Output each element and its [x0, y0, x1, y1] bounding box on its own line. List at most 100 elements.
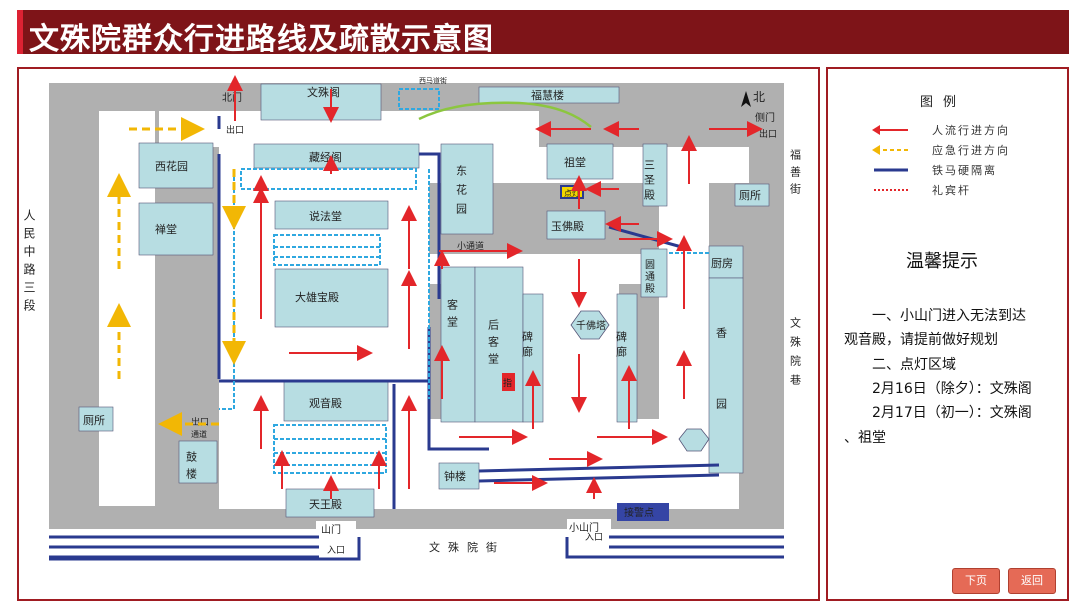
white-road-left — [19, 83, 47, 541]
building-sansheng: 三圣殿 — [643, 143, 668, 207]
svg-text:厕所: 厕所 — [83, 414, 105, 427]
building-chan-hall: 禅堂 — [138, 202, 214, 256]
north-mark: 北 — [753, 90, 765, 104]
building-guanyin: 观音殿 — [283, 380, 389, 422]
label-north-gate: 北门 — [222, 91, 242, 104]
svg-text:玉佛殿: 玉佛殿 — [551, 220, 584, 233]
red-arrow-icon — [872, 125, 908, 135]
building-zu-hall: 祖堂 — [546, 143, 614, 180]
page-title: 文殊院群众行进路线及疏散示意图 — [29, 22, 494, 57]
blue-line-icon — [874, 168, 908, 172]
title-bar: 文殊院群众行进路线及疏散示意图 — [17, 10, 1069, 57]
tip-line-6: 、祖堂 — [844, 430, 886, 446]
svg-text:碑廊: 碑廊 — [521, 331, 534, 361]
building-donghua: 东花园 — [440, 143, 494, 235]
svg-text:藏经阁: 藏经阁 — [309, 150, 342, 164]
label-small-path: 小通道 — [457, 240, 484, 252]
building-kitchen: 厨房 — [708, 245, 744, 279]
building-bell-tower: 钟楼 — [438, 462, 480, 490]
building-xiang-garden: 香园 — [708, 277, 744, 474]
map-frame: 人民中路三段 文殊阁 福慧楼 北门 出口 北 侧门 出口 西马道街 西花园 禅堂… — [17, 67, 820, 601]
building-cangjing: 藏经阁 — [253, 143, 420, 169]
label-emergency-path: 通道 — [191, 429, 207, 439]
site-map: 人民中路三段 文殊阁 福慧楼 北门 出口 北 侧门 出口 西马道街 西花园 禅堂… — [19, 75, 818, 589]
tips-title: 温馨提示 — [906, 251, 978, 272]
back-button[interactable]: 返回 — [1008, 568, 1056, 594]
svg-text:接警点: 接警点 — [624, 506, 654, 519]
red-dotted-line-icon — [874, 189, 908, 191]
svg-text:点灯: 点灯 — [564, 188, 580, 198]
label-emergency-exit: 出口 — [191, 416, 209, 428]
building-ke-hall: 客堂 — [440, 266, 476, 423]
svg-text:千佛塔: 千佛塔 — [576, 319, 606, 332]
road-renmin: 人民中路三段 — [22, 209, 36, 317]
building-shuofa: 说法堂 — [274, 200, 389, 230]
svg-text:禅堂: 禅堂 — [155, 222, 177, 236]
legend-label-crowd: 人流行进方向 — [932, 124, 1010, 137]
building-stele-west: 碑廊 — [521, 293, 544, 423]
svg-text:观音殿: 观音殿 — [309, 396, 342, 410]
street-wenshuyuan: 文殊院街 — [429, 540, 505, 554]
north-arrow-icon — [741, 91, 751, 107]
svg-text:后客堂: 后客堂 — [487, 319, 500, 370]
side-panel: 图例 人流行进方向 应急行进方向 铁马硬隔离 礼宾杆 温馨提示 一、小山门进入无… — [826, 67, 1069, 601]
building-police-point: 接警点 — [617, 503, 669, 521]
label-exit-north: 出口 — [226, 124, 244, 136]
building-drum-tower: 鼓楼 — [178, 440, 218, 485]
gate-xiaoshanmen: 小山门 入口 — [567, 519, 611, 543]
svg-text:钟楼: 钟楼 — [444, 469, 466, 483]
building-yuantong: 圆通殿 — [640, 248, 668, 298]
building-wenshu-pavilion: 文殊阁 — [260, 83, 382, 121]
building-hou-ke-hall: 后客堂 指 — [474, 266, 524, 423]
svg-text:文殊阁: 文殊阁 — [307, 85, 340, 99]
svg-text:指: 指 — [503, 377, 512, 389]
svg-text:香园: 香园 — [715, 327, 728, 469]
tip-line-1: 一、小山门进入无法到达 — [872, 308, 1026, 324]
legend-item-crowd: 人流行进方向 — [870, 121, 1060, 139]
crowd-flow-arrows — [227, 75, 763, 499]
tip-line-5: 2月17日（初一）：文殊阁 — [872, 405, 1032, 421]
yellow-dashed-arrow-icon — [872, 145, 908, 155]
street-fuqing: 福善街 — [789, 148, 802, 200]
svg-text:厨房: 厨房 — [711, 257, 733, 270]
building-xihua-garden: 西花园 — [138, 142, 214, 189]
svg-text:客堂: 客堂 — [446, 298, 459, 333]
svg-text:鼓楼: 鼓楼 — [185, 450, 198, 485]
svg-text:东花园: 东花园 — [455, 165, 468, 222]
legend-item-pole: 礼宾杆 — [870, 181, 1060, 199]
label-exit-side: 出口 — [759, 128, 777, 140]
svg-text:厕所: 厕所 — [739, 189, 761, 202]
legend-label-pole: 礼宾杆 — [932, 184, 971, 197]
tip-line-4: 2月16日（除夕）：文殊阁 — [872, 381, 1032, 397]
next-page-button[interactable]: 下页 — [952, 568, 1000, 594]
building-toilet-ne: 厕所 — [734, 183, 770, 207]
tip-line-3: 二、点灯区域 — [872, 357, 956, 373]
title-accent — [17, 10, 23, 54]
svg-text:入口: 入口 — [585, 532, 603, 543]
legend-item-emergency: 应急行进方向 — [870, 141, 1060, 159]
label-side-gate: 侧门 — [755, 111, 775, 124]
lane-wenshuyuan: 文殊院巷 — [789, 316, 802, 393]
svg-text:碑廊: 碑廊 — [615, 331, 628, 361]
building-toilet-west: 厕所 — [78, 406, 114, 432]
svg-text:小山门: 小山门 — [569, 521, 599, 534]
white-road-right — [784, 83, 818, 541]
svg-text:三圣殿: 三圣殿 — [643, 159, 656, 204]
svg-text:大雄宝殿: 大雄宝殿 — [295, 290, 339, 304]
gate-shanmen: 山门 入口 — [316, 521, 356, 556]
building-qianfo-pagoda: 千佛塔 — [570, 310, 610, 340]
building-yufo: 玉佛殿 — [546, 210, 606, 240]
hexagon-pavilion — [678, 428, 710, 452]
svg-text:福慧楼: 福慧楼 — [531, 88, 564, 102]
legend-title: 图例 — [920, 95, 967, 110]
tip-line-2: 观音殿，请提前做好规划 — [844, 332, 998, 348]
building-stele-east: 碑廊 — [615, 293, 638, 423]
label-ximadao: 西马道街 — [419, 76, 447, 85]
green-route — [418, 101, 592, 128]
iron-barriers — [49, 116, 784, 561]
queue-lines — [219, 88, 709, 474]
svg-text:祖堂: 祖堂 — [564, 155, 586, 169]
svg-text:山门: 山门 — [321, 523, 341, 536]
emergency-flow-arrows — [107, 117, 246, 436]
building-daxiong: 大雄宝殿 — [274, 268, 389, 328]
